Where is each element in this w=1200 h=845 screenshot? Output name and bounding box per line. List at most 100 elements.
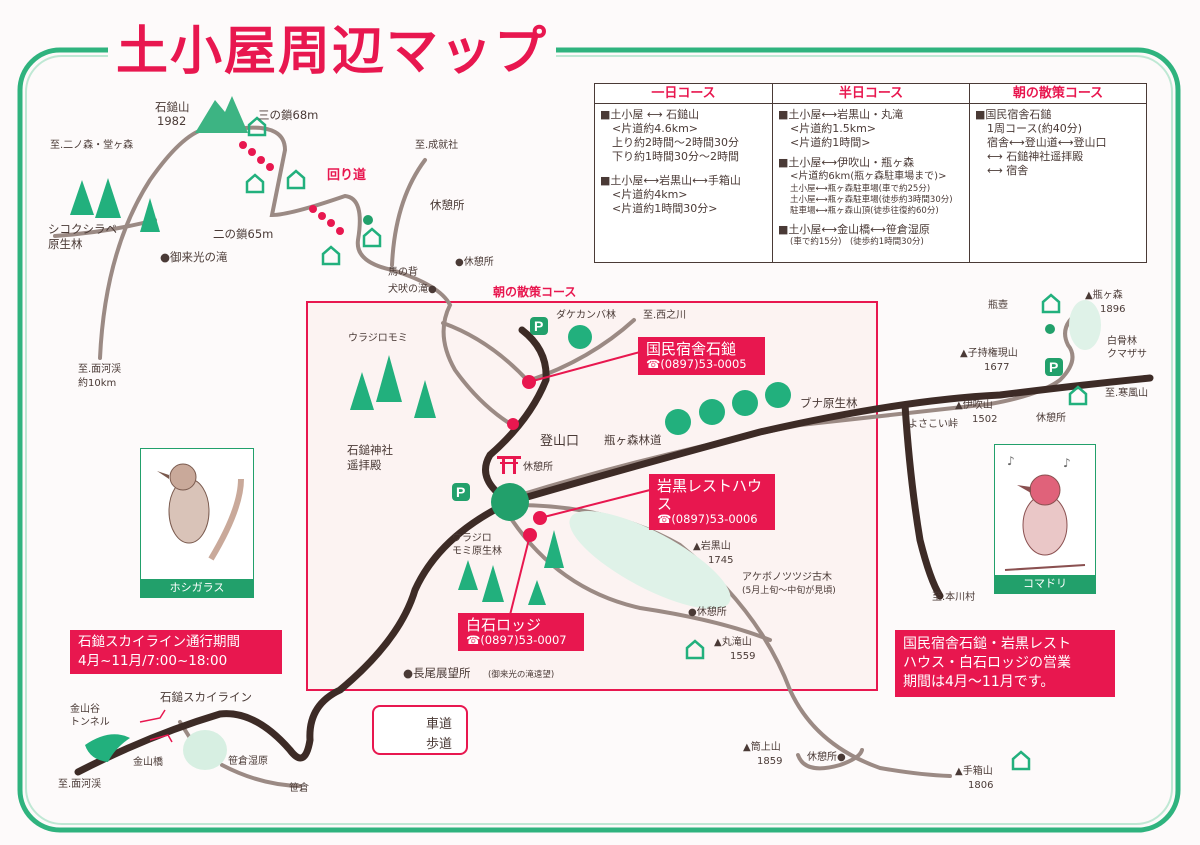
tunnel-icon [85,734,130,762]
mountain-icon [195,96,248,133]
course-line: <片道約4.6km> [612,122,699,135]
label-ninokusari: 二の鎖65m [213,227,274,241]
course-line: ■土小屋⟷金山橋⟷笹倉湿原 [778,223,930,236]
label-buna: ブナ原生林 [800,396,858,410]
course-line: <片道約1.5km> [790,122,877,135]
course-line: <片道約4km> [612,188,688,201]
svg-text:P: P [534,318,543,334]
notice-line: 石鎚スカイライン通行期間 [78,634,240,650]
course-line: 宿舎⟷登山道⟷登山口 [987,136,1107,149]
svg-text:♪: ♪ [1063,456,1071,470]
svg-text:♪: ♪ [1007,454,1015,468]
label-kumazasa: クマザサ [1107,349,1147,360]
notice-line: 4月~11月/7:00~18:00 [78,653,228,669]
label-trailhead: 登山口 [540,434,580,449]
label-elevation: 1559 [730,651,756,662]
label-kanpu: 至.寒風山 [1105,388,1149,399]
legend-road: 車道 [426,717,453,732]
course-line: <片道約1時間30分> [612,202,718,215]
label-rest: 休憩所 [523,462,553,473]
course-line: 下り約1時間30分～2時間 [612,150,739,163]
label-urajiro-forest: モミ原生林 [452,546,502,557]
course-line: ⟷ 宿舎 [987,164,1029,177]
label-bridge: 金山橋 [133,757,163,768]
label-omogo: 至.面河渓 [58,779,102,790]
label-kametsubo: 瓶壺 [988,300,1008,311]
label-waterfall: 犬吠の滝● [388,284,437,295]
label-rest: ●休憩所 [455,257,494,268]
label-yosakoi: よさこい峠 [908,419,958,430]
label-omogo: 至.面河渓 [78,364,122,375]
bird-name: コマドリ [995,575,1095,593]
label-sannokusari: 三の鎖68m [258,108,319,122]
label-waterfall: ●御来光の滝 [160,250,228,264]
course-line: ■国民宿舎石鎚 [975,108,1052,121]
label-dakekanba: ダケカンバ林 [556,310,616,321]
course-line: 上り約2時間～2時間30分 [612,136,739,149]
course-morning-walk: 朝の散策コース ■国民宿舎石鎚 1周コース(約40分) 宿舎⟷登山道⟷登山口 ⟷… [970,84,1146,262]
label-elevation: 1859 [757,756,783,767]
label-urajiro: ウラジロモミ [348,333,408,344]
course-line: (車で約15分) (徒歩約1時間30分) [790,237,924,247]
lodge-phone: ☎(0897)53-0006 [657,512,758,526]
label-nagao: ●長尾展望所 [403,666,471,680]
label-komochi: ▲子持権現山 [960,348,1018,359]
label-nagao-note: (御来光の滝遠望) [488,670,555,680]
column-header: 半日コース [773,84,969,104]
bird-panel-hoshigarasu: ホシガラス [140,448,254,598]
bird-illustration [157,463,244,561]
trees [70,178,791,605]
label-detour: 回り道 [327,168,367,183]
course-line: ⟷ 石鎚神社遥拝殿 [987,150,1084,163]
label-elevation: 1502 [972,414,998,425]
label-tunnel: トンネル [70,717,110,728]
label-elevation: 1982 [157,114,187,128]
course-line: ■土小屋⟷伊吹山・瓶ヶ森 [778,156,915,169]
bird-name: ホシガラス [141,579,253,597]
lodge-iwaguro: 岩黒レストハウス ☎(0897)53-0006 [649,474,775,530]
lodge-name: 国民宿舎石鎚 [646,340,737,358]
notice-line: 国民宿舎石鎚・岩黒レスト [903,636,1071,652]
label-iwaguro: ▲岩黒山 [693,541,731,552]
course-line: ■土小屋⟷岩黒山⟷手箱山 [600,174,741,187]
hut-icons [245,116,1088,771]
svg-text:P: P [1049,359,1058,375]
label-forest-road: 瓶ヶ森林道 [604,433,662,447]
course-line: 土小屋⟷瓶ヶ森駐車場(車で約25分) [790,184,931,194]
label-shrine: 遥拝殿 [347,458,382,472]
label-akebono-season: (5月上旬～中旬が見頃) [742,586,836,596]
label-forest: 原生林 [48,237,83,251]
label-akebono: アケボノツツジ古木 [742,572,832,583]
label-rest: 休憩所● [807,752,846,763]
map-frame [17,47,1181,833]
season-notice: 国民宿舎石鎚・岩黒レスト ハウス・白石ロッジの営業 期間は4月～11月です。 [895,630,1115,697]
label-elevation: 1896 [1100,304,1126,315]
label-forest: シコクシラベ [48,222,117,236]
legend: 車道 歩道 [372,705,468,755]
page-title: 土小屋周辺マップ [108,18,557,86]
course-line: ■土小屋 ⟷ 石鎚山 [600,108,700,121]
course-table: 一日コース ■土小屋 ⟷ 石鎚山 <片道約4.6km> 上り約2時間～2時間30… [594,83,1147,263]
course-one-day: 一日コース ■土小屋 ⟷ 石鎚山 <片道約4.6km> 上り約2時間～2時間30… [595,84,773,262]
label-ninomori: 至.二ノ森・堂ヶ森 [50,140,134,151]
label-elevation: 1745 [708,555,734,566]
lodge-phone: ☎(0897)53-0007 [466,633,567,647]
notice-line: 期間は4月～11月です。 [903,674,1055,690]
column-header: 朝の散策コース [970,84,1146,104]
label-rest: ●休憩所 [688,607,727,618]
course-line: ■土小屋⟷岩黒山・丸滝 [778,108,904,121]
column-header: 一日コース [595,84,772,104]
label-rest: 休憩所 [1036,413,1066,424]
notice-line: ハウス・白石ロッジの営業 [903,655,1071,671]
label-morning-course: 朝の散策コース [493,285,577,299]
bird-illustration: ♪♪ [1004,454,1086,571]
tsuchigoya-marker [491,483,529,521]
callout-lines [509,351,651,616]
course-line: <片道約6km(瓶ヶ森駐車場まで)> [790,171,947,182]
label-distance: 約10km [78,378,117,389]
label-kamegamori: ▲瓶ヶ森 [1085,290,1123,301]
label-shrine: 石鎚神社 [347,443,393,457]
label-nishinokawa: 至.西之川 [643,310,687,321]
bridge-icon [139,709,173,743]
label-urajiro-forest: ウラジロ [452,533,492,544]
